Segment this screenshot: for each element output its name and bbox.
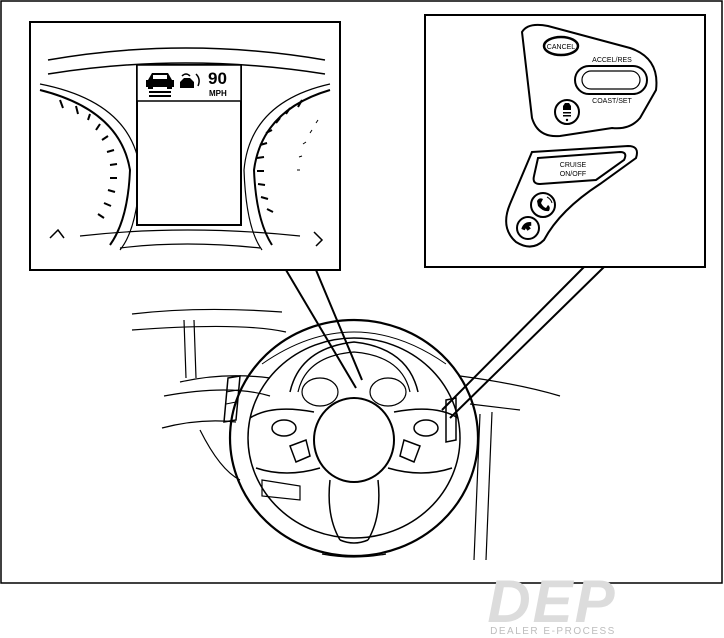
steering-wheel-rim-inner (247, 337, 461, 539)
watermark-tagline: DEALER E-PROCESS (490, 626, 616, 637)
wheel-right-switch-lower (399, 439, 421, 463)
switch-pointer-right (449, 266, 605, 419)
right-gauge-outer (243, 83, 331, 251)
wheel-left-switch-lower (289, 439, 311, 463)
cluster-pointer-left (285, 269, 357, 389)
diagram-frame (0, 0, 723, 584)
speed-value: 90 (208, 69, 227, 88)
dash-top-line-2 (131, 325, 287, 333)
cruise-label-line2: ON/OFF (560, 171, 586, 178)
phone-voice-icon (537, 196, 553, 212)
switch-pointer-left (441, 266, 585, 411)
left-gauge-ticks (59, 99, 118, 219)
left-gauge-marker (49, 228, 65, 239)
steering-wheel (228, 318, 480, 558)
vehicle-ahead-icon (146, 73, 174, 97)
dealer-watermark: DEP DEALER E-PROCESS (487, 568, 616, 637)
right-air-vent (445, 397, 457, 443)
dashboard-illustration (131, 308, 561, 561)
cluster-hood-line (47, 47, 326, 61)
switch-callout: CANCEL ACCEL/RES COAST/SET CRUISE ON/OFF (424, 14, 706, 268)
cluster-bottom-line-2 (119, 243, 261, 249)
distance-icon (563, 103, 571, 122)
wheel-right-switch-upper (413, 419, 439, 437)
right-gauge-ticks (256, 99, 303, 213)
steering-wheel-hub (313, 397, 395, 483)
phone-voice-button[interactable] (530, 192, 556, 218)
cruise-indicator-icon (180, 73, 200, 88)
right-gauge-minor-ticks (297, 119, 319, 171)
watermark-logo: DEP (487, 568, 616, 635)
accel-coast-rocker-inner (581, 70, 641, 90)
right-gauge-marker (313, 231, 324, 247)
right-gauge-rim (252, 89, 331, 246)
cruise-on-off-button[interactable] (532, 150, 627, 186)
phone-end-icon (521, 222, 532, 231)
cluster-bottom-line (79, 229, 301, 237)
coast-set-label: COAST/SET (592, 98, 632, 105)
wheel-left-switch-upper (271, 419, 297, 437)
left-gauge-rim (39, 89, 132, 246)
cluster-pointer-right (315, 269, 363, 381)
speed-unit: MPH (209, 89, 227, 98)
accel-res-label: ACCEL/RES (592, 57, 632, 64)
cluster-hood-inner-line (47, 62, 326, 75)
steering-wheel-rim-outer (228, 318, 480, 558)
cruise-label-line1: CRUISE (560, 162, 587, 169)
cancel-button[interactable] (542, 35, 580, 57)
cluster-callout: 90 MPH (29, 21, 341, 271)
cancel-button-label: CANCEL (547, 44, 576, 51)
instrument-hood (289, 341, 419, 393)
dash-top-line (131, 308, 283, 315)
left-air-vent (223, 375, 241, 423)
